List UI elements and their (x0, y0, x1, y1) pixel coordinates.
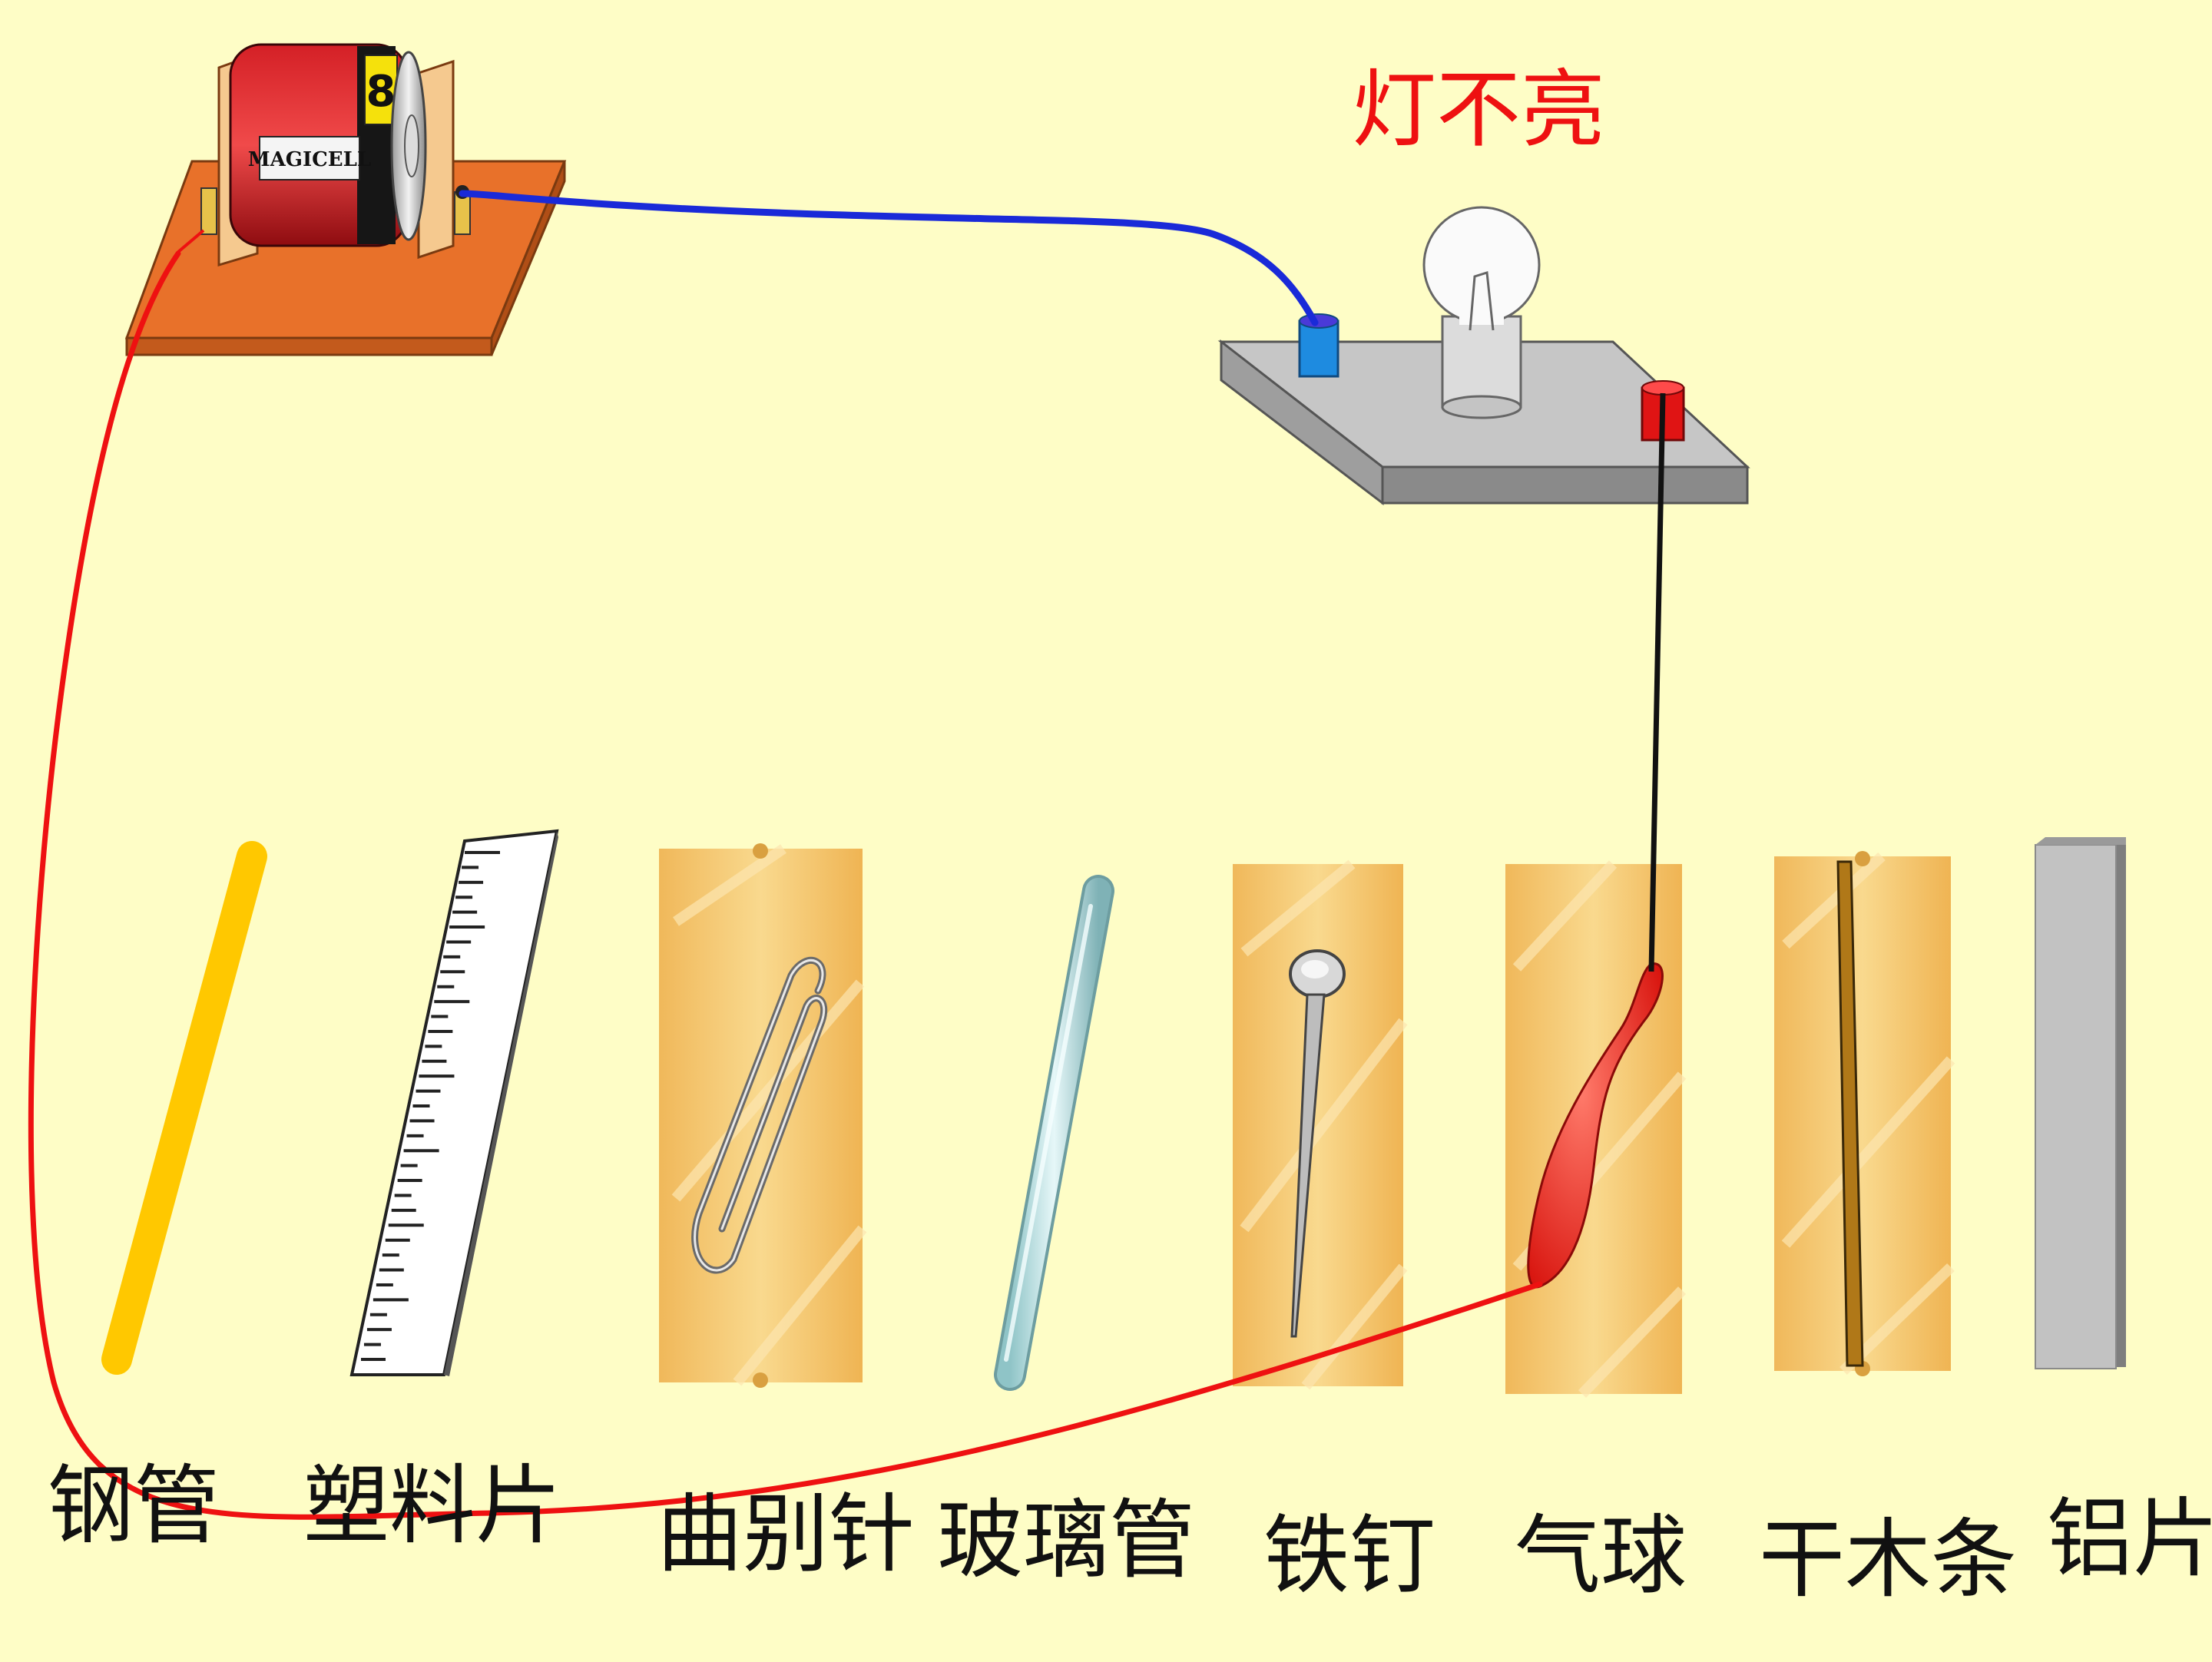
material-label-iron-nail: 铁钉 (1263, 1506, 1435, 1606)
material-label-dry-wood: 干木条 (1759, 1510, 2017, 1610)
black-wire (1648, 392, 1666, 972)
paper-clip-icon (659, 843, 867, 1388)
material-label-glass-tube: 玻璃管 (937, 1491, 1195, 1591)
battery-icon: 8 MAGICELL (124, 43, 567, 356)
material-label-steel-pipe: 钢管 (48, 1456, 220, 1556)
steel-pipe-icon (101, 841, 267, 1375)
glass-tube-icon (994, 875, 1114, 1391)
material-label-plastic-sheet: 塑料片 (303, 1456, 561, 1556)
battery-brand: MAGICELL (248, 148, 371, 171)
material-label-balloon: 气球 (1515, 1506, 1687, 1606)
svg-text:8: 8 (366, 67, 396, 117)
aluminum-sheet-icon (2035, 837, 2126, 1369)
lamp-status-text: 灯不亮 (1352, 61, 1605, 159)
blue-wire (459, 190, 1319, 326)
red-wire (28, 250, 1543, 1520)
plastic-ruler-icon (349, 829, 559, 1376)
wood-strip-icon (1774, 851, 1955, 1376)
light-bulb-icon (1217, 206, 1750, 506)
material-label-aluminum-sheet: 铝片 (2047, 1489, 2212, 1589)
iron-nail-icon (1233, 859, 1408, 1390)
balloon-icon (1505, 860, 1687, 1398)
material-label-paper-clip: 曲别针 (657, 1485, 915, 1584)
